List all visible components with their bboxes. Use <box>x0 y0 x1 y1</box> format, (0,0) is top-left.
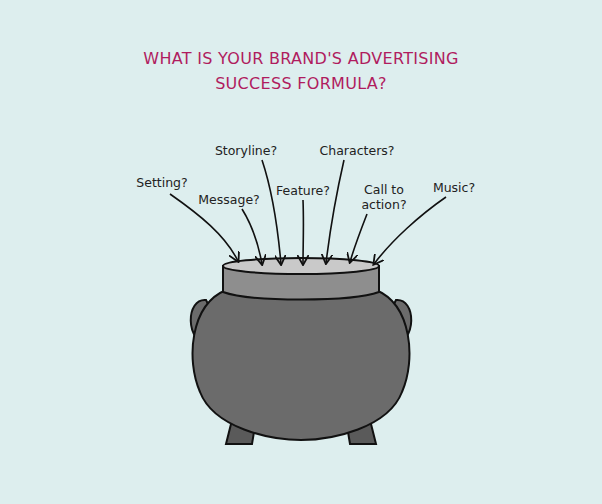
ingredient-label: Call to action? <box>353 182 415 212</box>
cauldron-body <box>193 290 410 440</box>
cauldron-opening <box>223 258 379 274</box>
ingredient-label: Storyline? <box>213 143 279 158</box>
ingredient-label: Music? <box>431 180 477 195</box>
leader-arrow <box>262 160 281 264</box>
ingredient-label: Setting? <box>134 175 189 190</box>
leader-arrows <box>170 160 446 264</box>
leader-arrow <box>326 160 344 263</box>
leader-arrow <box>302 200 304 264</box>
ingredient-label: Characters? <box>318 143 397 158</box>
leader-arrow <box>242 209 262 264</box>
leader-arrow <box>350 214 367 262</box>
ingredient-label: Feature? <box>274 183 332 198</box>
title: WHAT IS YOUR BRAND'S ADVERTISING SUCCESS… <box>136 46 466 96</box>
ingredient-label: Message? <box>196 192 261 207</box>
